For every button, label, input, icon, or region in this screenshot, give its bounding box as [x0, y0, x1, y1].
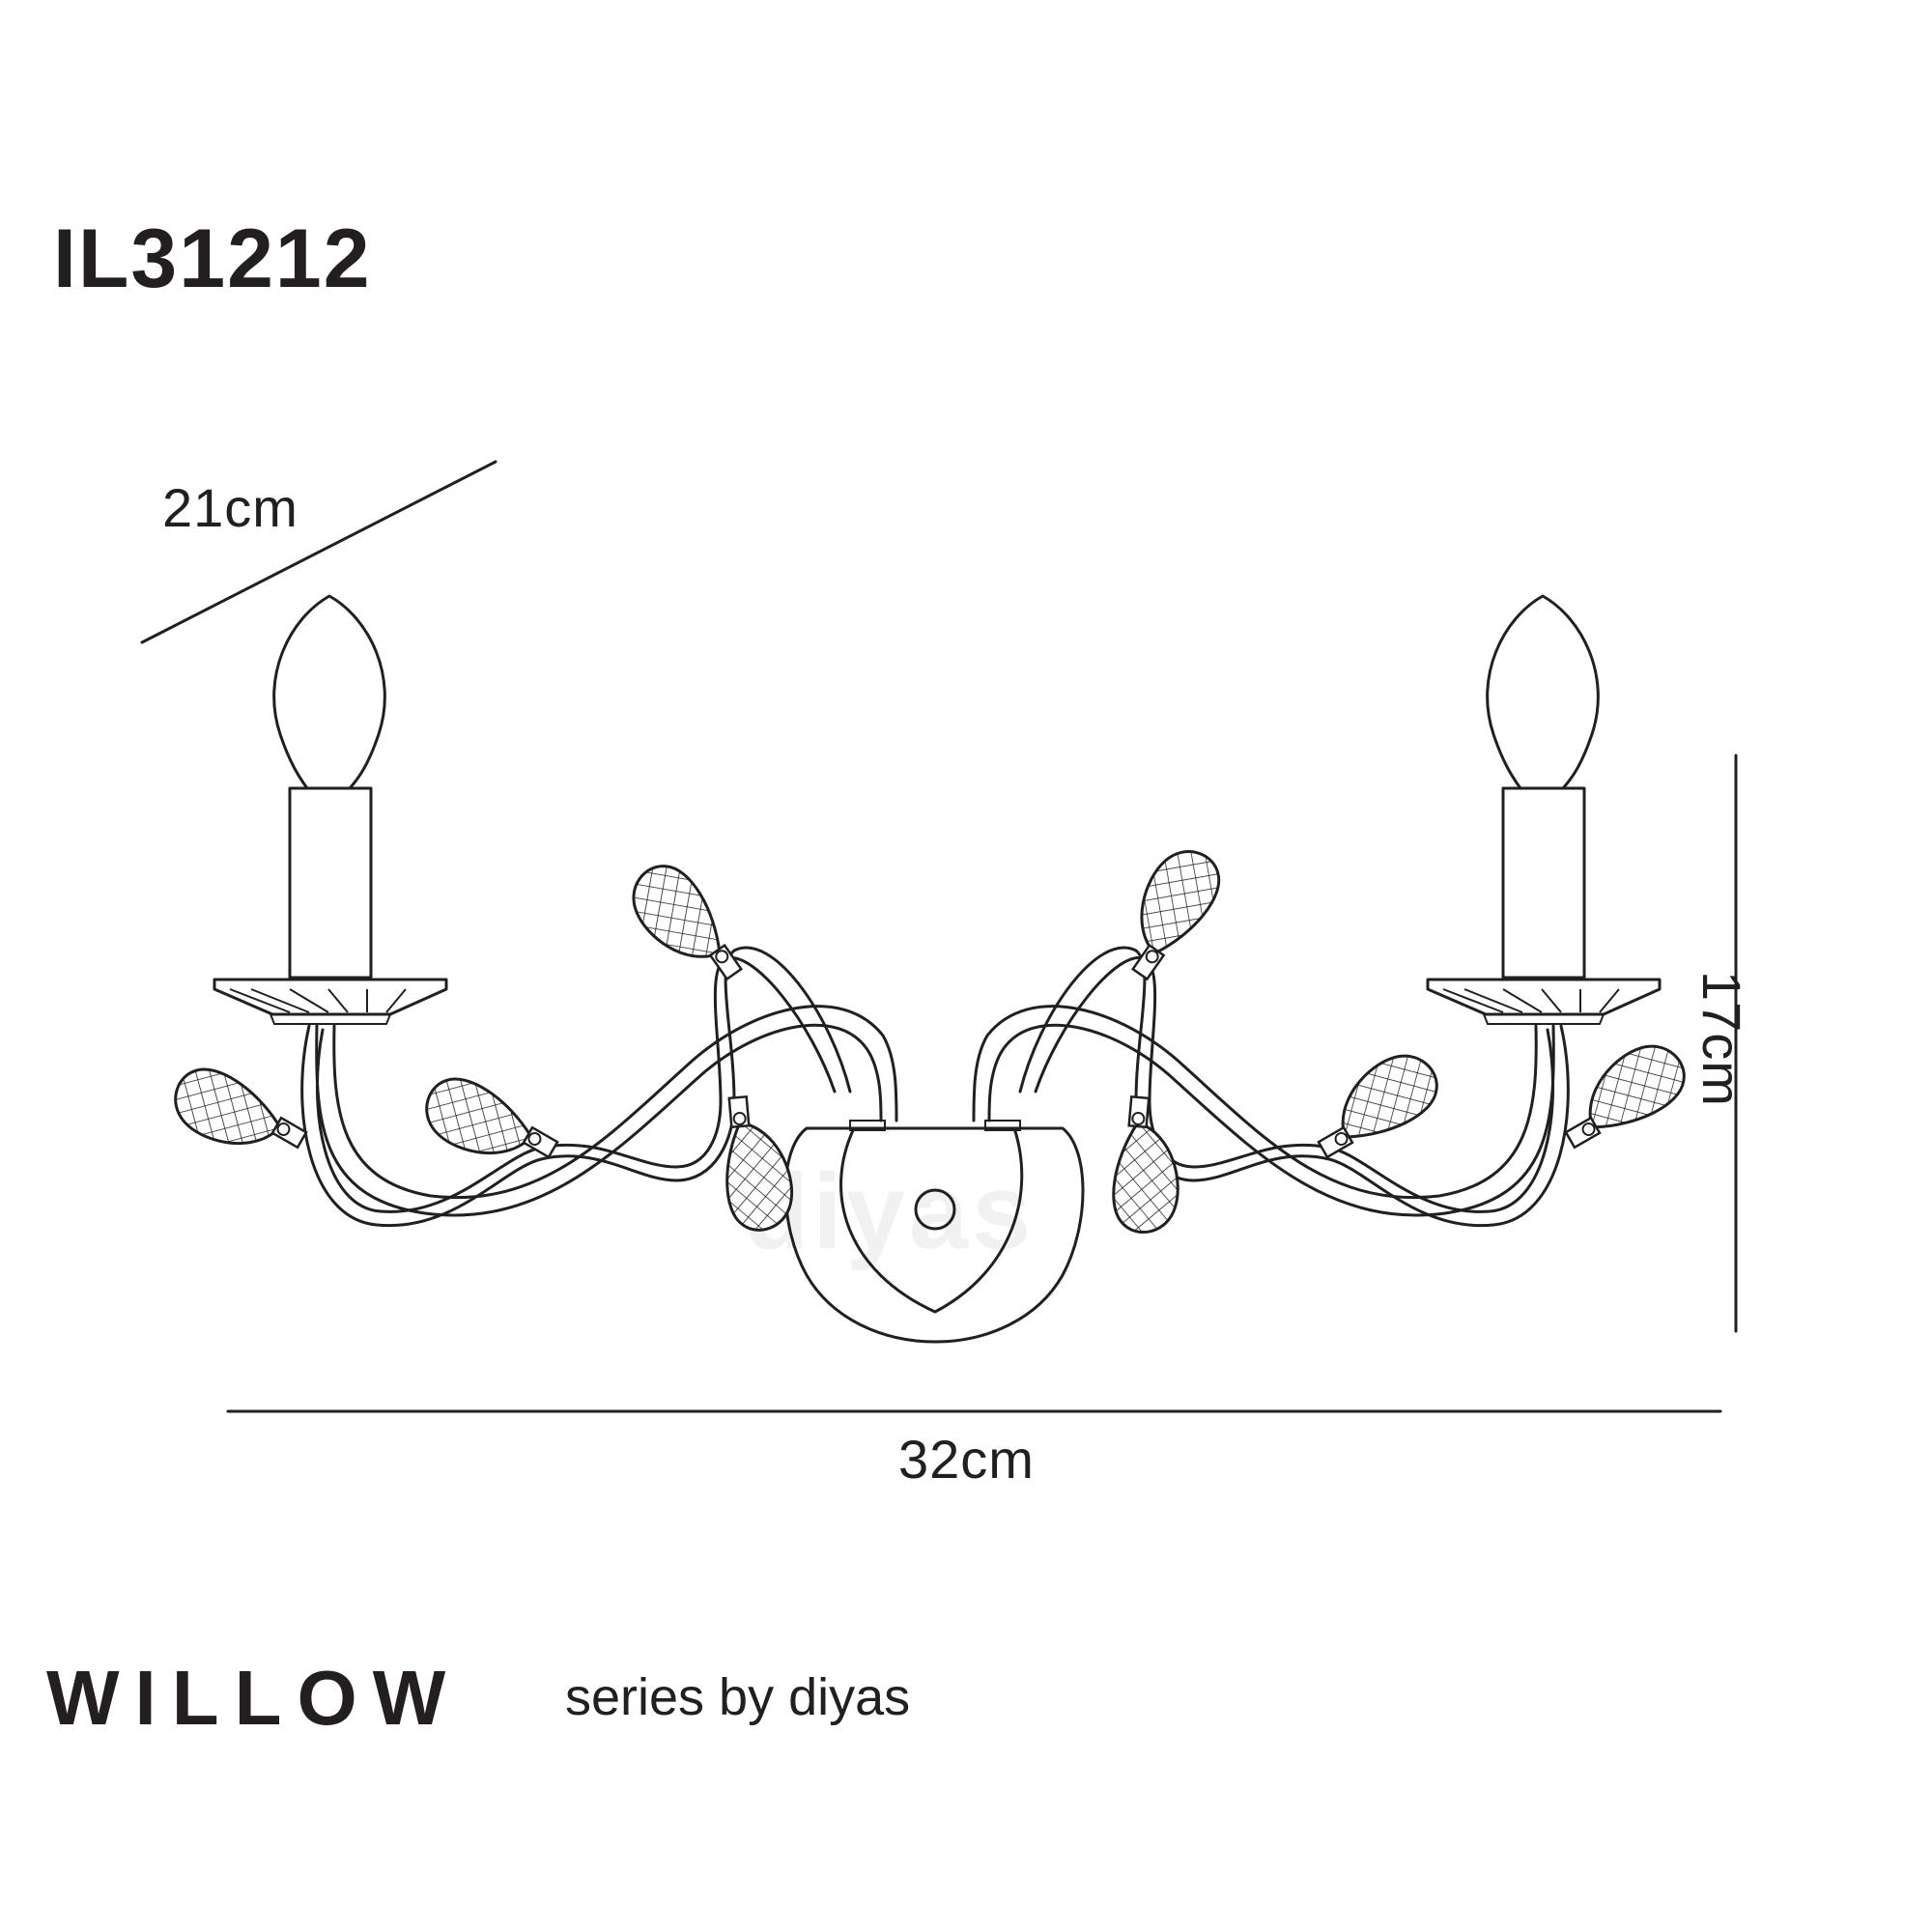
- width-dimension-label: 32cm: [898, 1429, 1035, 1490]
- mounting-screw-icon: [914, 1188, 956, 1231]
- left-candle-bulb-icon: [213, 594, 448, 1025]
- right-arm: [972, 946, 1570, 1228]
- depth-dimension-line: [140, 460, 497, 644]
- right-candle-bulb-icon: [1426, 594, 1662, 1025]
- depth-dimension-label: 21cm: [162, 477, 298, 538]
- back-plate: [783, 1126, 1085, 1344]
- height-dimension-label: 17cm: [1691, 971, 1752, 1107]
- product-code: IL31212: [53, 213, 372, 305]
- series-name: WILLOW: [46, 1655, 462, 1741]
- series-subtitle: series by diyas: [565, 1668, 911, 1726]
- left-arm: [300, 946, 898, 1228]
- watermark: diyas: [744, 1152, 1036, 1271]
- crystal-drop-icon: [161, 836, 1697, 1236]
